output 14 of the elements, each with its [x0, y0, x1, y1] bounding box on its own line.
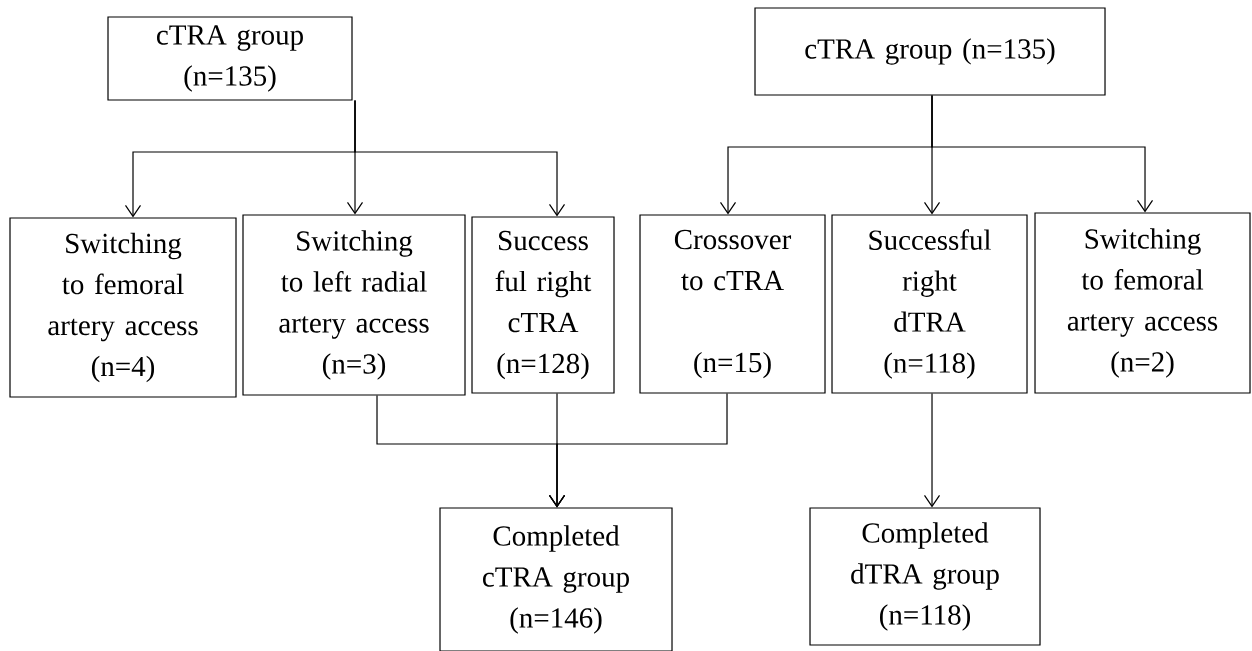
arrow	[354, 100, 566, 217]
arrow	[931, 95, 1154, 213]
process-box: Completed dTRA group (n=118)	[809, 507, 1041, 646]
arrow	[548, 393, 728, 508]
process-box: Switching to left radial artery access (n=3)	[242, 214, 466, 396]
process-box: Completed cTRA group (n=146)	[439, 507, 673, 651]
process-box: Success ful right cTRA (n=128)	[471, 216, 615, 394]
process-box: Switching to femoral artery access (n=2)	[1034, 212, 1251, 394]
process-box: Switching to femoral artery access (n=4)	[9, 217, 237, 398]
process-box: cTRA group (n=135)	[754, 7, 1106, 96]
process-box: Successful right dTRA (n=118)	[831, 214, 1028, 394]
process-box: Crossover to cTRA (n=15)	[639, 214, 826, 394]
process-box: cTRA group (n=135)	[107, 16, 353, 101]
arrow	[923, 393, 941, 508]
